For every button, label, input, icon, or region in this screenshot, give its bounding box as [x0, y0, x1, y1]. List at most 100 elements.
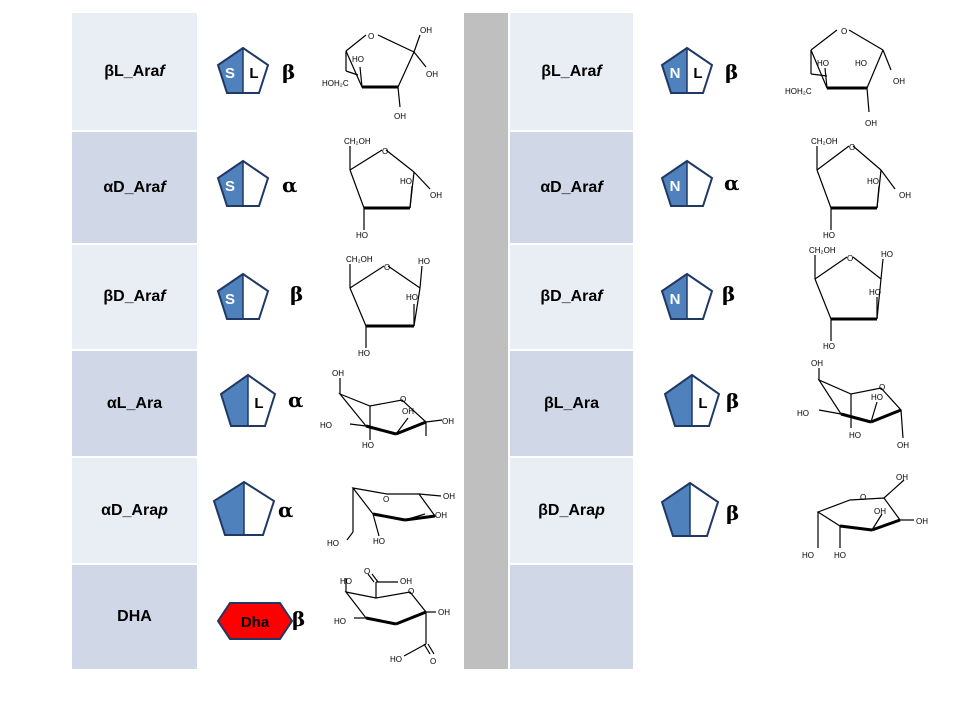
- atom-hoh2c: HOH₂C: [785, 87, 812, 96]
- left-symbol-4: L α: [219, 373, 303, 427]
- symbol-letter-l: L: [249, 65, 258, 82]
- atom-o: O: [841, 27, 847, 36]
- atom-ho: HO: [373, 537, 385, 546]
- left-structure-5: O OH OH HO HO: [327, 487, 455, 548]
- atom-ho: HO: [823, 342, 835, 351]
- atom-ho: HO: [867, 177, 879, 186]
- anomer-label: β: [282, 60, 295, 84]
- atom-oh: OH: [332, 369, 344, 378]
- atom-ho: HO: [849, 431, 861, 440]
- symbol-letter-n: N: [670, 65, 681, 82]
- atom-oh: OH: [438, 608, 450, 617]
- atom-ho: HO: [869, 288, 881, 297]
- atom-oh: OH: [420, 26, 432, 35]
- atom-oh: OH: [400, 577, 412, 586]
- atom-ch2oh: CH₂OH: [344, 137, 371, 146]
- atom-oh: OH: [435, 511, 447, 520]
- atom-ho: HO: [340, 577, 352, 586]
- atom-oh: OH: [893, 77, 905, 86]
- atom-oh: OH: [896, 473, 908, 482]
- anomer-label: β: [726, 389, 739, 413]
- left-row-bg-6: [72, 565, 197, 669]
- atom-ho: HO: [406, 293, 418, 302]
- right-symbol-1: N L β: [660, 46, 738, 94]
- atom-ho: HO: [320, 421, 332, 430]
- left-row-bg-5: [72, 458, 197, 563]
- left-label-4: αL_Ara: [106, 394, 163, 412]
- right-row-bg-3: [510, 245, 633, 349]
- left-row-bg-3: [72, 245, 197, 349]
- pentagon-left-half: [214, 482, 244, 535]
- atom-ho: HO: [834, 551, 846, 560]
- hexagon-dha: [216, 602, 294, 640]
- atom-o: O: [847, 254, 853, 263]
- anomer-label: α: [278, 498, 293, 522]
- right-structure-3: CH₂OH O HO HO HO: [809, 246, 893, 351]
- atom-ho: HO: [817, 59, 829, 68]
- pentagon-left-half: [662, 483, 690, 536]
- right-row-bg-4: [510, 351, 633, 456]
- left-structure-4: OH O HO HO OH OH: [320, 369, 454, 450]
- atom-ho: HO: [802, 551, 814, 560]
- atom-ho: HO: [400, 177, 412, 186]
- atom-o: O: [400, 395, 406, 404]
- atom-o: O: [849, 143, 855, 152]
- atom-oh: OH: [865, 119, 877, 128]
- right-row-bg-1: [510, 13, 633, 130]
- atom-oh: OH: [394, 112, 406, 121]
- right-structure-2: CH₂OH O HO OH HO: [811, 137, 911, 240]
- atom-ho: HO: [362, 441, 374, 450]
- symbol-letter-s: S: [225, 291, 235, 308]
- atom-o: O: [860, 493, 866, 502]
- atom-ho: HO: [797, 409, 809, 418]
- atom-oh: OH: [426, 70, 438, 79]
- atom-oh: OH: [443, 492, 455, 501]
- symbol-letter-l: L: [693, 65, 702, 82]
- column-separator: [464, 13, 508, 669]
- anomer-label: β: [726, 501, 739, 525]
- ring-form-suffix: f: [597, 178, 603, 196]
- atom-o: O: [879, 383, 885, 392]
- atom-ho: HO: [356, 231, 368, 240]
- atom-ho: HO: [881, 250, 893, 259]
- symbol-letter-l: L: [698, 395, 707, 412]
- atom-o: O: [384, 263, 390, 272]
- left-structure-6: O OH HO O HO OH HO O: [334, 567, 450, 666]
- right-symbol-3: N β: [660, 272, 735, 320]
- left-structure-2: CH₂OH O HO OH HO: [344, 137, 442, 240]
- atom-ho: HO: [418, 257, 430, 266]
- right-structure-4: OH O HO HO HO OH: [797, 359, 909, 450]
- atom-ho: HO: [855, 59, 867, 68]
- pentagon-left-part: [665, 375, 692, 426]
- right-symbol-4: L β: [663, 373, 739, 427]
- atom-o: O: [364, 567, 370, 576]
- left-symbol-2: S α: [216, 159, 297, 207]
- atom-oh: OH: [811, 359, 823, 368]
- atom-ho: HO: [823, 231, 835, 240]
- ring-form-suffix: p: [158, 501, 168, 519]
- ring-form-suffix: f: [596, 62, 602, 80]
- left-row-bg-1: [72, 13, 197, 130]
- anomer-label: α: [282, 173, 297, 197]
- atom-ho: HO: [358, 349, 370, 358]
- atom-o: O: [408, 587, 414, 596]
- ring-form-suffix: f: [159, 62, 165, 80]
- left-symbol-6: Dha β: [216, 602, 305, 640]
- anomer-label: α: [724, 171, 739, 195]
- atom-hoh2c: HOH₂C: [322, 79, 349, 88]
- atom-oh: OH: [402, 407, 414, 416]
- anomer-label: β: [722, 282, 735, 306]
- ring-form-suffix: f: [597, 288, 603, 305]
- right-symbol-5: β: [660, 481, 739, 537]
- atom-o: O: [430, 657, 436, 666]
- atom-ho: HO: [390, 655, 402, 664]
- symbol-letter-dha: Dha: [241, 614, 270, 631]
- atom-o: O: [382, 147, 388, 156]
- atom-o: O: [368, 32, 374, 41]
- right-row-bg-2: [510, 132, 633, 243]
